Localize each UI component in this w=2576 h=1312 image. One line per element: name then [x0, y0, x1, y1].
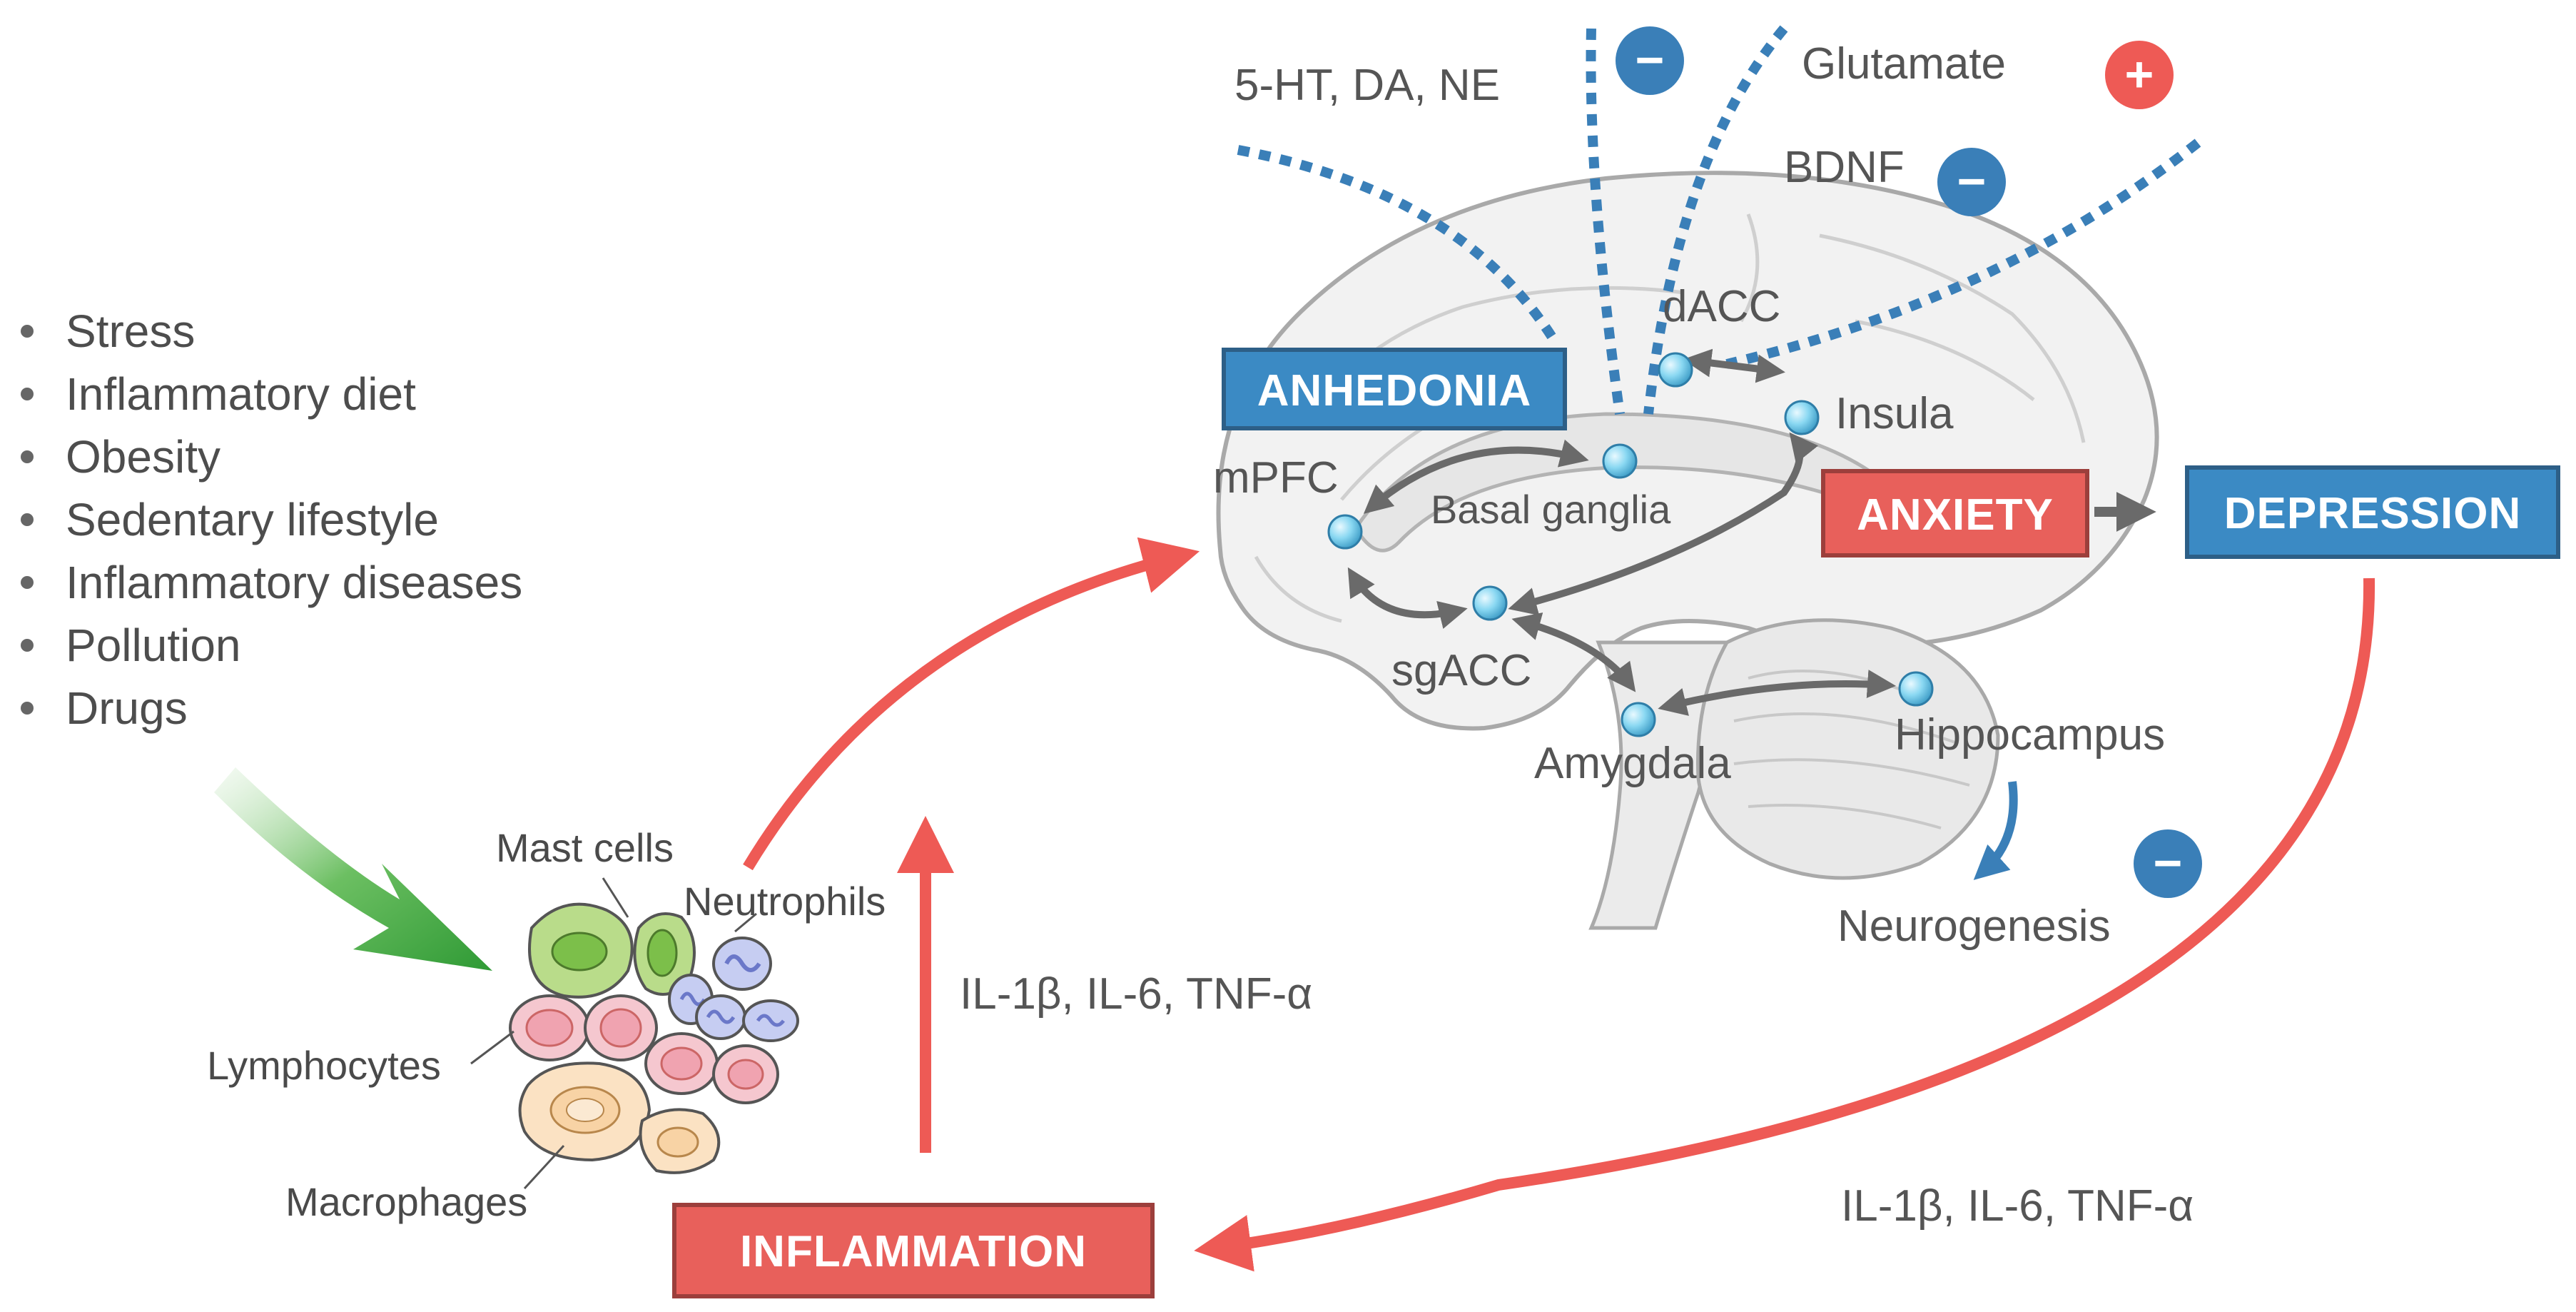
- node-hippocampus: [1898, 671, 1934, 707]
- depression-label: DEPRESSION: [2224, 489, 2522, 538]
- list-item: Pollution: [21, 620, 241, 671]
- green-arrow: [214, 767, 492, 971]
- leader-line: [470, 1030, 514, 1065]
- macrophages-label: Macrophages: [285, 1179, 527, 1224]
- leader-line: [734, 912, 757, 933]
- risk-factor-list: Stress Inflammatory diet Obesity Sedenta…: [21, 306, 522, 734]
- bdnf-label: BDNF: [1784, 143, 1905, 192]
- amygdala-label: Amygdala: [1534, 739, 1731, 788]
- red-arrow-cells-to-brain: [743, 537, 1200, 871]
- list-item: Sedentary lifestyle: [21, 494, 439, 545]
- neurogenesis-arrow: [1973, 781, 2018, 880]
- glutamate-label: Glutamate: [1802, 39, 2006, 89]
- mast-cells-label: Mast cells: [496, 825, 674, 870]
- list-item-text: Inflammatory diseases: [66, 557, 522, 608]
- brain-connection-arrows: [1347, 348, 1896, 716]
- leader-line: [523, 1144, 565, 1190]
- neutrophils-label: Neutrophils: [684, 879, 886, 924]
- list-item-text: Stress: [66, 306, 195, 357]
- list-item-text: Pollution: [66, 620, 241, 671]
- region-nodes: [1327, 352, 1934, 737]
- minus-icon: −: [2154, 835, 2183, 891]
- node-basal-ganglia: [1602, 443, 1638, 479]
- node-sgacc: [1472, 585, 1508, 621]
- cytokines-label-left: IL-1β, IL-6, TNF-α: [960, 969, 1312, 1019]
- minus-icon: −: [1636, 32, 1665, 88]
- neurogenesis-label: Neurogenesis: [1837, 902, 2111, 951]
- neurotransmitter-dotted-lines: [1237, 25, 2201, 415]
- anxiety-box: ANXIETY: [1821, 469, 2089, 557]
- red-arrow-depression-to-inflammation: [1194, 577, 2375, 1272]
- anhedonia-box: ANHEDONIA: [1222, 348, 1567, 430]
- plus-icon: +: [2125, 46, 2154, 102]
- plus-sign-glutamate: +: [2105, 41, 2174, 109]
- mpfc-label: mPFC: [1213, 453, 1339, 503]
- monoamines-label: 5-HT, DA, NE: [1234, 61, 1500, 110]
- insula-label: Insula: [1835, 389, 1954, 438]
- leader-line: [602, 877, 629, 918]
- depression-box: DEPRESSION: [2185, 465, 2560, 559]
- list-item: Inflammatory diet: [21, 368, 416, 420]
- inflammation-box: INFLAMMATION: [672, 1203, 1155, 1298]
- lymphocytes-label: Lymphocytes: [207, 1043, 441, 1088]
- node-insula: [1784, 400, 1820, 435]
- list-item: Obesity: [21, 431, 220, 483]
- node-mpfc: [1327, 514, 1363, 550]
- list-item-text: Obesity: [66, 431, 220, 483]
- node-dacc: [1658, 352, 1693, 388]
- anhedonia-label: ANHEDONIA: [1257, 366, 1531, 415]
- minus-sign-monoamines: −: [1616, 26, 1684, 95]
- list-item-text: Sedentary lifestyle: [66, 494, 439, 545]
- sgacc-label: sgACC: [1391, 646, 1531, 695]
- basal-ganglia-label: Basal ganglia: [1431, 487, 1671, 532]
- list-item: Stress: [21, 306, 195, 357]
- node-amygdala: [1621, 702, 1656, 737]
- minus-sign-bdnf: −: [1937, 148, 2006, 216]
- dacc-label: dACC: [1663, 282, 1780, 331]
- minus-icon: −: [1957, 153, 1987, 209]
- hippocampus-label: Hippocampus: [1895, 710, 2165, 760]
- list-item: Drugs: [21, 682, 188, 734]
- list-item-text: Drugs: [66, 682, 188, 734]
- minus-sign-neurogenesis: −: [2134, 829, 2202, 898]
- inflammation-label: INFLAMMATION: [740, 1227, 1087, 1276]
- list-item-text: Inflammatory diet: [66, 368, 416, 420]
- list-item: Inflammatory diseases: [21, 557, 522, 608]
- anxiety-label: ANXIETY: [1857, 490, 2054, 540]
- cytokines-label-right: IL-1β, IL-6, TNF-α: [1841, 1181, 2194, 1231]
- immune-cell-cluster: [509, 902, 799, 1174]
